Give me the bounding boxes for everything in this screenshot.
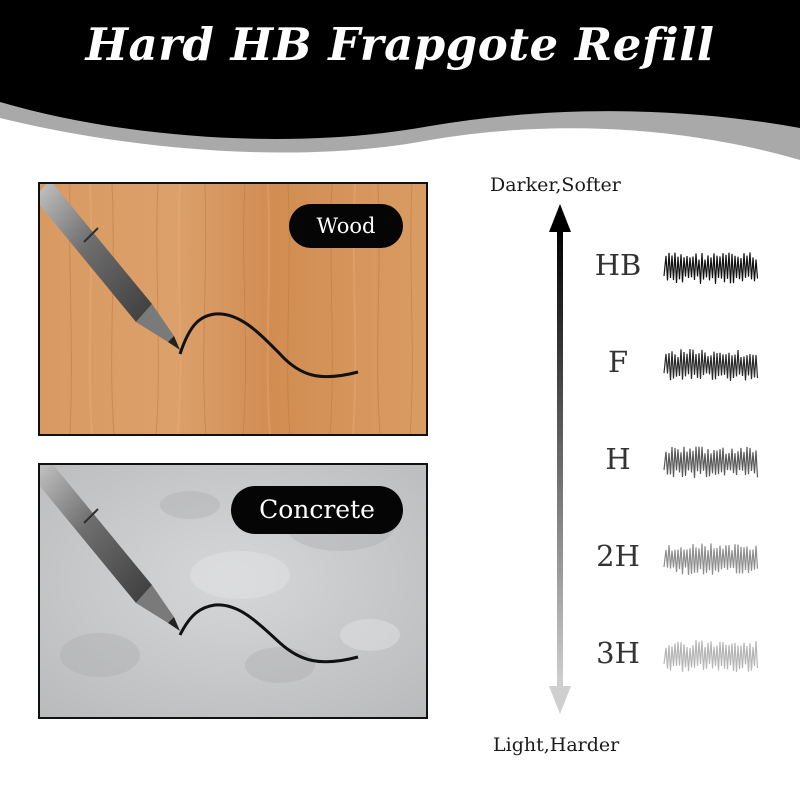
- light-harder-label: Light,Harder: [493, 734, 620, 756]
- wood-label-badge: Wood: [289, 204, 403, 248]
- wood-sample-panel: [38, 182, 428, 436]
- grade-label-h: H: [605, 442, 631, 476]
- arrow-down-icon: [549, 686, 571, 714]
- pencil-swatch-f: [663, 348, 759, 381]
- pencil-swatch-h: [663, 446, 759, 478]
- grade-label-2h: 2H: [596, 539, 640, 573]
- darker-softer-label: Darker,Softer: [490, 174, 621, 196]
- header-band: [0, 0, 800, 165]
- pen-icon: [40, 184, 180, 350]
- hardness-arrow: [549, 204, 571, 714]
- grade-label-hb: HB: [594, 248, 642, 282]
- pen-icon: [40, 465, 180, 631]
- pencil-stroke: [178, 312, 359, 379]
- grade-label-3h: 3H: [596, 636, 640, 670]
- pencil-swatch-2h: [663, 543, 759, 575]
- pencil-stroke: [178, 603, 359, 664]
- pencil-swatch-3h: [663, 639, 759, 672]
- grade-label-f: F: [607, 345, 629, 379]
- arrow-up-icon: [549, 204, 571, 232]
- pencil-swatch-hb: [663, 252, 759, 284]
- concrete-label-badge: Concrete: [231, 486, 403, 534]
- wood-texture: [40, 184, 426, 434]
- page-title: Hard HB Frapgote Refill: [85, 18, 715, 71]
